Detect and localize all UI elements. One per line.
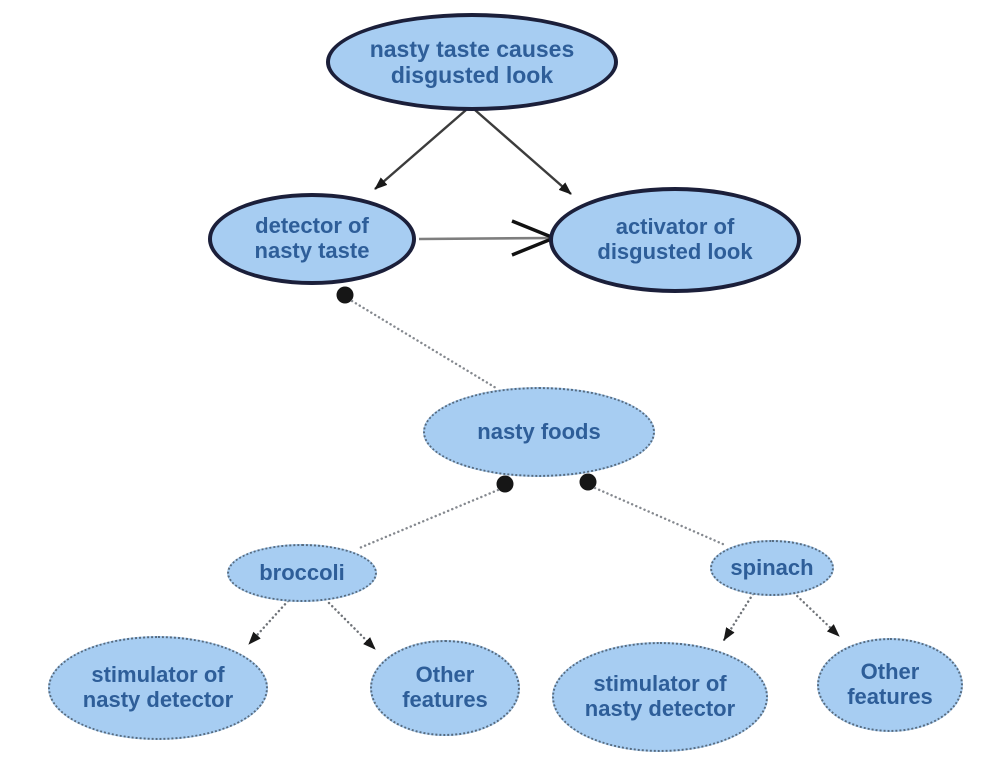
node-other-features-left[interactable]: Other features [370,640,520,736]
ball-origin-nastyfoods-left-icon [496,475,514,493]
edge-spinach-stimulator [722,592,755,642]
edge-root-detector [374,109,467,190]
node-detector-of-nasty-taste[interactable]: detector of nasty taste [208,193,416,285]
edge-broccoli-stimulator [247,599,290,646]
edge-nastyfoods-broccoli [355,488,500,551]
edge-root-activator [474,109,572,195]
node-stimulator-of-nasty-detector-left[interactable]: stimulator of nasty detector [48,636,268,740]
edge-broccoli-other [327,601,377,651]
node-spinach[interactable]: spinach [710,540,834,596]
node-activator-of-disgusted-look[interactable]: activator of disgusted look [549,187,801,293]
edge-detector-activator-shaft [418,236,551,241]
node-nasty-foods[interactable]: nasty foods [423,387,655,477]
edge-spinach-other [792,591,841,638]
node-broccoli[interactable]: broccoli [227,544,377,602]
node-stimulator-of-nasty-detector-right[interactable]: stimulator of nasty detector [552,642,768,752]
node-nasty-taste-causes-disgusted-look[interactable]: nasty taste causes disgusted look [326,13,618,111]
edge-detector-nastyfoods [350,299,498,390]
ball-origin-detector-icon [336,286,354,304]
edge-nastyfoods-spinach [593,486,727,547]
ball-origin-nastyfoods-right-icon [579,473,597,491]
node-other-features-right[interactable]: Other features [817,638,963,732]
